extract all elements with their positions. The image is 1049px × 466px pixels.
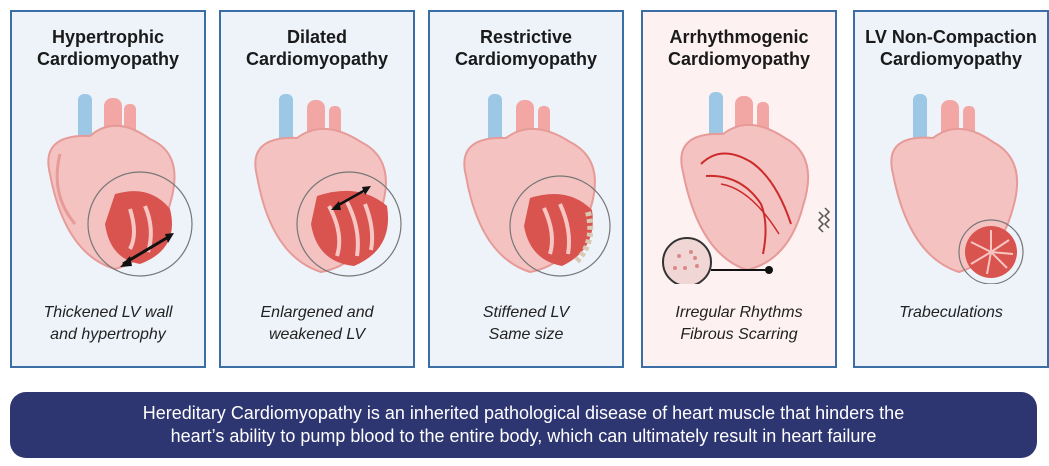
panel-restrictive: Restrictive Cardiomyopathy Stiffened LV … [428,10,624,368]
panel-caption: Irregular Rhythms Fibrous Scarring [643,302,835,346]
panel-title: Dilated Cardiomyopathy [221,26,413,70]
panel-hypertrophic: Hypertrophic Cardiomyopathy Thickened LV… [10,10,206,368]
definition-banner: Hereditary Cardiomyopathy is an inherite… [10,392,1037,458]
panel-title: Restrictive Cardiomyopathy [430,26,622,70]
panel-title: Hypertrophic Cardiomyopathy [12,26,204,70]
panel-caption: Enlargened and weakened LV [221,302,413,346]
panel-title: Arrhythmogenic Cardiomyopathy [643,26,835,70]
hypertrophic-heart-illustration [20,84,200,284]
restrictive-heart-illustration [438,84,618,284]
arrhythmogenic-heart-illustration [651,84,831,284]
panel-caption: Thickened LV wall and hypertrophy [12,302,204,346]
panel-caption: Trabeculations [855,302,1047,324]
dilated-heart-illustration [229,84,409,284]
panel-caption: Stiffened LV Same size [430,302,622,346]
lv-non-compaction-heart-illustration [863,84,1043,284]
panel-dilated: Dilated Cardiomyopathy Enlargened and we… [219,10,415,368]
panel-arrhythmogenic: Arrhythmogenic Cardiomyopathy Irregular … [641,10,837,368]
panel-title: LV Non-Compaction Cardiomyopathy [855,26,1047,70]
panel-lv-non-compaction: LV Non-Compaction Cardiomyopathy Trabecu… [853,10,1049,368]
